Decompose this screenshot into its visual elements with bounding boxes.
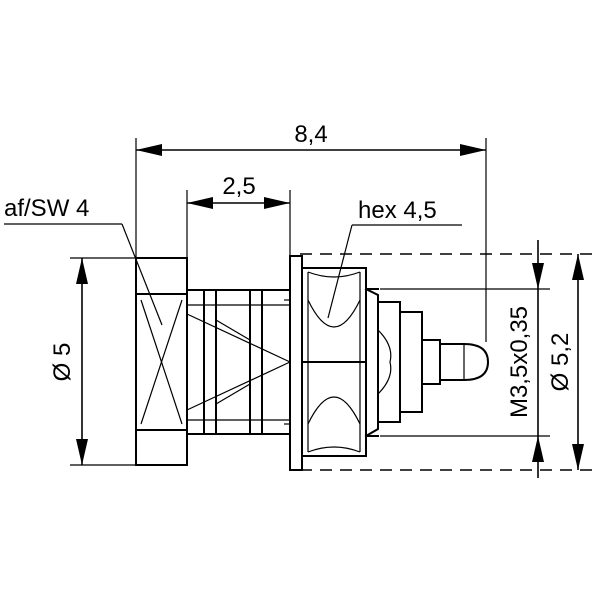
- wrench-flat-label: af/SW 4: [4, 195, 89, 222]
- flange-length-label: 2,5: [222, 173, 255, 200]
- hex-nut: [301, 267, 367, 457]
- left-hex-nut: [135, 257, 188, 466]
- dimension-right-diameter: Ø 5,2: [300, 253, 592, 471]
- left-diameter-label: Ø 5: [49, 343, 76, 382]
- thread-label: M3,5x0,35: [506, 306, 533, 418]
- overall-length-label: 8,4: [294, 121, 327, 148]
- dimension-flange-length: 2,5: [186, 173, 291, 290]
- dimension-left-diameter: Ø 5: [49, 257, 136, 466]
- step-shoulder: [377, 301, 423, 423]
- callout-hex: hex 4,5: [327, 197, 462, 319]
- callout-wrench-flat: af/SW 4: [4, 195, 163, 326]
- dimension-overall-length: 8,4: [135, 121, 487, 342]
- shank: [186, 289, 291, 435]
- center-pin: [421, 339, 490, 385]
- hex-label: hex 4,5: [358, 197, 437, 224]
- dimension-thread: M3,5x0,35: [380, 240, 550, 478]
- right-diameter-label: Ø 5,2: [547, 333, 574, 392]
